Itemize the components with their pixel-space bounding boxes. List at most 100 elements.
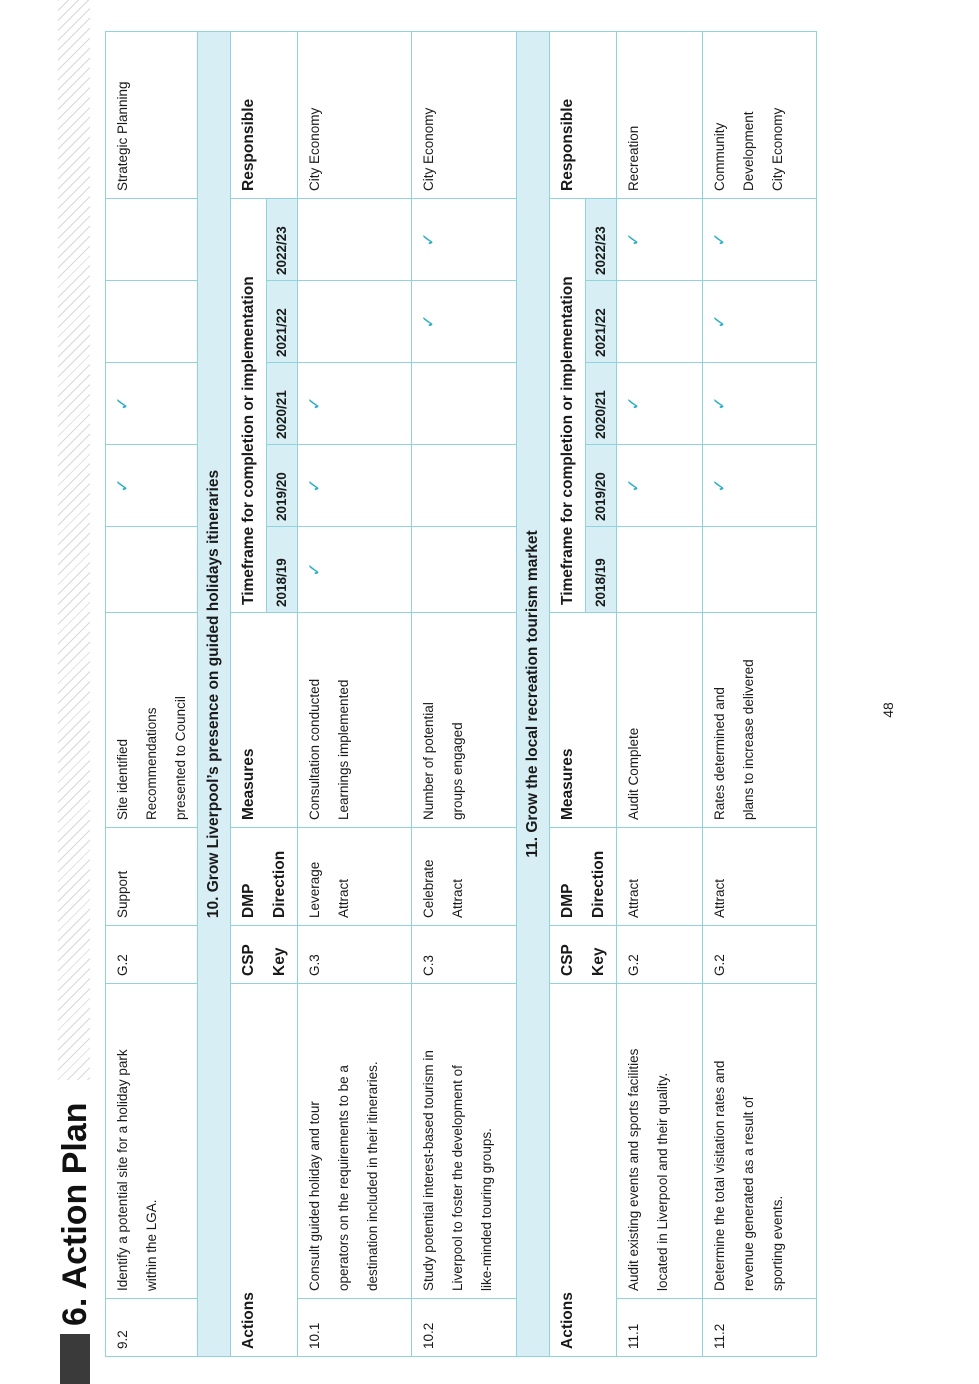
measure-line: groups engaged bbox=[450, 722, 465, 820]
tick-cell: ✓ bbox=[702, 198, 817, 281]
action-line: revenue generated as a result of bbox=[741, 1096, 756, 1291]
year-header: 2021/22 bbox=[585, 280, 617, 363]
measure-line: Consultation conducted bbox=[307, 678, 322, 820]
action-cell: Study potential interest-based tourism i… bbox=[411, 983, 517, 1299]
action-line: Determine the total visitation rates and bbox=[712, 1060, 727, 1291]
measure-line: Audit Complete bbox=[626, 727, 641, 820]
measures-cell: Audit Complete bbox=[616, 612, 703, 828]
dmp-header: DMP Direction bbox=[230, 827, 298, 926]
action-line: sporting events. bbox=[770, 1195, 785, 1291]
measures-header: Measures bbox=[230, 612, 298, 828]
tick-cell bbox=[105, 526, 198, 613]
check-icon: ✓ bbox=[624, 232, 643, 247]
check-icon: ✓ bbox=[419, 314, 438, 329]
tick-cell: ✓ bbox=[297, 362, 412, 445]
dmp-line: Attract bbox=[336, 878, 351, 918]
action-cell: Audit existing events and sports facilit… bbox=[616, 983, 703, 1299]
check-icon: ✓ bbox=[113, 478, 132, 493]
section-11-title-row: 11. Grow the local recreation tourism ma… bbox=[516, 31, 550, 1357]
dmp-line: Attract bbox=[450, 878, 465, 918]
dmp-line: Celebrate bbox=[421, 859, 436, 918]
tick-cell bbox=[297, 198, 412, 281]
responsible-header: Responsible bbox=[230, 31, 298, 199]
table-row-10-1: 10.1 Consult guided holiday and tour ope… bbox=[297, 31, 412, 1357]
dmp-line: Attract bbox=[626, 878, 641, 918]
check-icon: ✓ bbox=[710, 396, 729, 411]
row-id: 10.2 bbox=[411, 1298, 517, 1357]
csp-header-line: CSP bbox=[240, 944, 257, 976]
check-icon: ✓ bbox=[305, 562, 324, 577]
responsible-line: City Economy bbox=[307, 107, 322, 191]
csp-cell: G.2 bbox=[702, 925, 817, 984]
check-icon: ✓ bbox=[710, 314, 729, 329]
year-header: 2021/22 bbox=[266, 280, 298, 363]
tick-cell: ✓ bbox=[702, 362, 817, 445]
dmp-header-line: Direction bbox=[590, 850, 607, 918]
csp-cell: C.3 bbox=[411, 925, 517, 984]
dmp-cell: Leverage Attract bbox=[297, 827, 412, 926]
tick-cell bbox=[411, 444, 517, 527]
actions-header: Actions bbox=[549, 983, 617, 1357]
row-id: 11.1 bbox=[616, 1298, 703, 1357]
measures-cell: Rates determined and plans to increase d… bbox=[702, 612, 817, 828]
tick-cell bbox=[105, 198, 198, 281]
year-header: 2019/20 bbox=[585, 444, 617, 527]
csp-header: CSP Key bbox=[549, 925, 617, 984]
action-line: Study potential interest-based tourism i… bbox=[421, 1050, 436, 1291]
tick-cell bbox=[616, 526, 703, 613]
action-line: destination included in their itinerarie… bbox=[365, 1061, 380, 1291]
action-line: within the LGA. bbox=[144, 1199, 159, 1291]
action-line: Consult guided holiday and tour bbox=[307, 1101, 322, 1291]
responsible-line: City Economy bbox=[421, 107, 436, 191]
heading-text: 6. Action Plan bbox=[56, 1102, 94, 1326]
table-row-11-1: 11.1 Audit existing events and sports fa… bbox=[616, 31, 703, 1357]
responsible-cell: City Economy bbox=[411, 31, 517, 199]
action-cell: Consult guided holiday and tour operator… bbox=[297, 983, 412, 1299]
csp-cell: G.3 bbox=[297, 925, 412, 984]
measure-line: Recommendations bbox=[144, 707, 159, 820]
responsible-line: City Economy bbox=[770, 107, 785, 191]
page-number: 48 bbox=[880, 702, 896, 718]
tick-cell: ✓ bbox=[411, 198, 517, 281]
year-header: 2022/23 bbox=[585, 198, 617, 281]
action-line: Liverpool to foster the development of bbox=[450, 1065, 465, 1291]
dmp-header-line: Direction bbox=[271, 850, 288, 918]
measure-line: Number of potential bbox=[421, 702, 436, 820]
section-10-title-row: 10. Grow Liverpool’s presence on guided … bbox=[197, 31, 231, 1357]
action-cell: Determine the total visitation rates and… bbox=[702, 983, 817, 1299]
action-line: Identify a potential site for a holiday … bbox=[115, 1049, 130, 1291]
dmp-line: Leverage bbox=[307, 861, 322, 918]
check-icon: ✓ bbox=[419, 232, 438, 247]
action-line: Audit existing events and sports facilit… bbox=[626, 1048, 641, 1291]
csp-header-line: Key bbox=[590, 947, 607, 976]
year-header: 2022/23 bbox=[266, 198, 298, 281]
section-title: 11. Grow the local recreation tourism ma… bbox=[516, 31, 550, 1357]
responsible-header: Responsible bbox=[549, 31, 617, 199]
dmp-cell: Celebrate Attract bbox=[411, 827, 517, 926]
dmp-header-line: DMP bbox=[240, 883, 257, 918]
year-header: 2020/21 bbox=[266, 362, 298, 445]
actions-header: Actions bbox=[230, 983, 298, 1357]
action-line: located in Liverpool and their quality. bbox=[655, 1072, 670, 1291]
responsible-cell: Recreation bbox=[616, 31, 703, 199]
csp-header: CSP Key bbox=[230, 925, 298, 984]
csp-header-line: CSP bbox=[559, 944, 576, 976]
measures-cell: Site identified Recommendations presente… bbox=[105, 612, 198, 828]
year-header: 2018/19 bbox=[266, 526, 298, 613]
tick-cell bbox=[411, 362, 517, 445]
year-header: 2020/21 bbox=[585, 362, 617, 445]
csp-cell: G.2 bbox=[105, 925, 198, 984]
check-icon: ✓ bbox=[710, 232, 729, 247]
dmp-header: DMP Direction bbox=[549, 827, 617, 926]
check-icon: ✓ bbox=[113, 396, 132, 411]
measure-line: Rates determined and bbox=[712, 687, 727, 820]
measure-line: Site identified bbox=[115, 738, 130, 820]
action-line: like-minded touring groups. bbox=[479, 1128, 494, 1291]
section-11-header-row-1: Actions CSP Key DMP Direction Measures T… bbox=[549, 31, 617, 1357]
tick-cell: ✓ bbox=[702, 444, 817, 527]
responsible-line: Recreation bbox=[626, 125, 641, 191]
csp-header-line: Key bbox=[271, 947, 288, 976]
check-icon: ✓ bbox=[624, 396, 643, 411]
tick-cell bbox=[702, 526, 817, 613]
